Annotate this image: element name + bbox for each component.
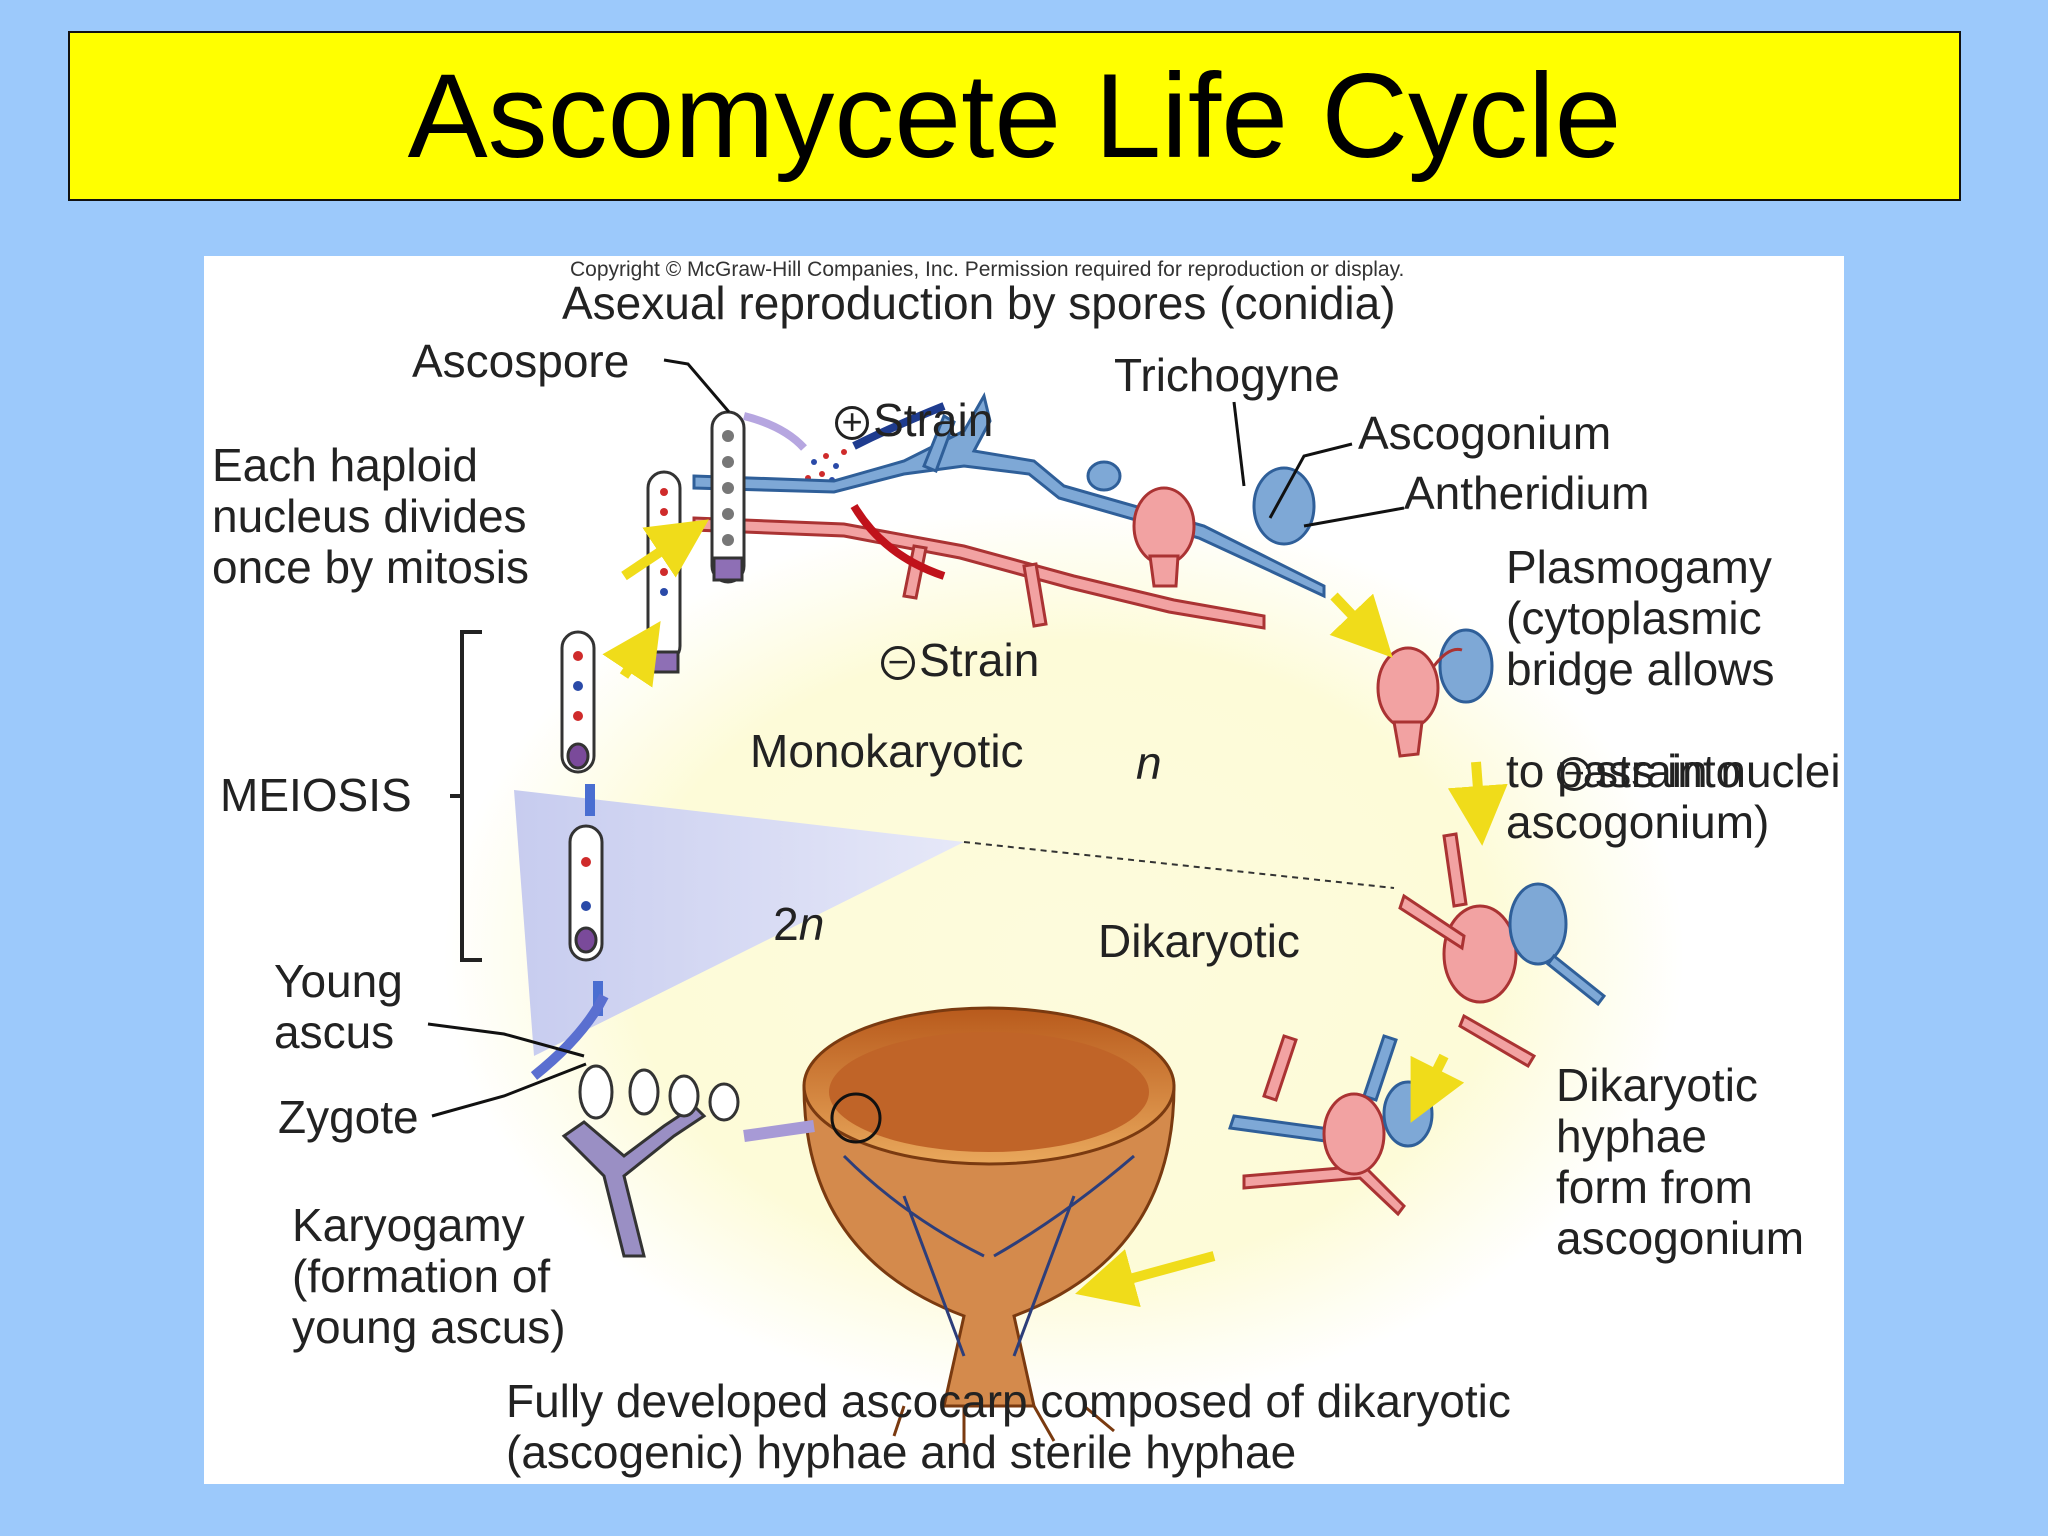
copyright-note: Copyright © McGraw-Hill Companies, Inc. … xyxy=(570,258,1405,281)
life-cycle-figure: Copyright © McGraw-Hill Companies, Inc. … xyxy=(204,256,1844,1484)
dikaryotic-hyphae-label: Dikaryotic hyphae form from ascogonium xyxy=(1556,1059,1805,1264)
meiosis-bracket xyxy=(450,630,482,962)
antheridium-label: Antheridium xyxy=(1404,467,1650,519)
plus-strain-hyphae xyxy=(692,391,1326,599)
ascocarp xyxy=(802,1006,1176,1446)
diploid-2n-label: 2n xyxy=(722,848,824,1001)
life-cycle-diagram xyxy=(427,358,1684,1446)
ascospore-label: Ascospore xyxy=(412,335,630,387)
cycle-arrows xyxy=(602,519,1508,1308)
minus-strain-label: −Strain xyxy=(830,584,1039,737)
ascocarp-arrow xyxy=(743,1120,815,1142)
diploid-2n-number: 2 xyxy=(773,898,799,950)
karyogamy-label: Karyogamy (formation of young ascus) xyxy=(292,1199,566,1353)
karyogamy-arrow xyxy=(530,993,609,1080)
diploid-2n-letter: n xyxy=(798,898,825,950)
dikaryotic-label: Dikaryotic xyxy=(1098,915,1300,967)
minus-strain-hyphae xyxy=(692,486,1266,630)
meiosis-label: MEIOSIS xyxy=(220,769,412,821)
dikaryotic-ascogonium xyxy=(1398,832,1607,1069)
trichogyne-label: Trichogyne xyxy=(1114,349,1340,401)
plasmogamy-label-bottom: to pass into ascogonium) xyxy=(1506,745,1770,848)
ascogonium-label: Ascogonium xyxy=(1358,407,1612,459)
minus-sign-icon: − xyxy=(1557,755,1592,791)
plasmogamy-label-middle: −strain nuclei xyxy=(1506,695,1841,848)
haploid-n-label: n xyxy=(1136,737,1162,789)
plasmogamy-label-top: Plasmogamy (cytoplasmic bridge allows xyxy=(1506,541,1775,695)
minus-strain-text: Strain xyxy=(919,634,1040,686)
title-bar: Ascomycete Life Cycle xyxy=(68,31,1961,201)
young-ascus-label: Young ascus xyxy=(274,955,403,1058)
karyogamy-hypha xyxy=(561,1064,740,1258)
slide-title: Ascomycete Life Cycle xyxy=(407,49,1622,183)
fully-developed-label: Fully developed ascocarp composed of dik… xyxy=(506,1375,1511,1478)
plus-strain-arrow xyxy=(852,402,946,450)
monokaryotic-label: Monokaryotic xyxy=(750,725,1024,777)
leader-lines xyxy=(427,358,1405,1118)
minus-strain-arrow xyxy=(850,503,946,580)
ascospore-release-arrow xyxy=(743,412,807,451)
zygote-label: Zygote xyxy=(278,1091,419,1143)
plus-strain-text: Strain xyxy=(873,394,994,446)
plus-sign-icon: + xyxy=(835,404,870,440)
plus-strain-label: +Strain xyxy=(784,344,993,497)
asexual-label: Asexual reproduction by spores (conidia) xyxy=(562,277,1396,329)
minus-sign-icon: − xyxy=(881,644,916,680)
plasmogamy-structure xyxy=(1376,628,1494,758)
plasmogamy-strain-text: strain nuclei xyxy=(1595,745,1841,797)
diploid-wedge xyxy=(514,790,964,1056)
each-haploid-label: Each haploid nucleus divides once by mit… xyxy=(212,439,530,593)
